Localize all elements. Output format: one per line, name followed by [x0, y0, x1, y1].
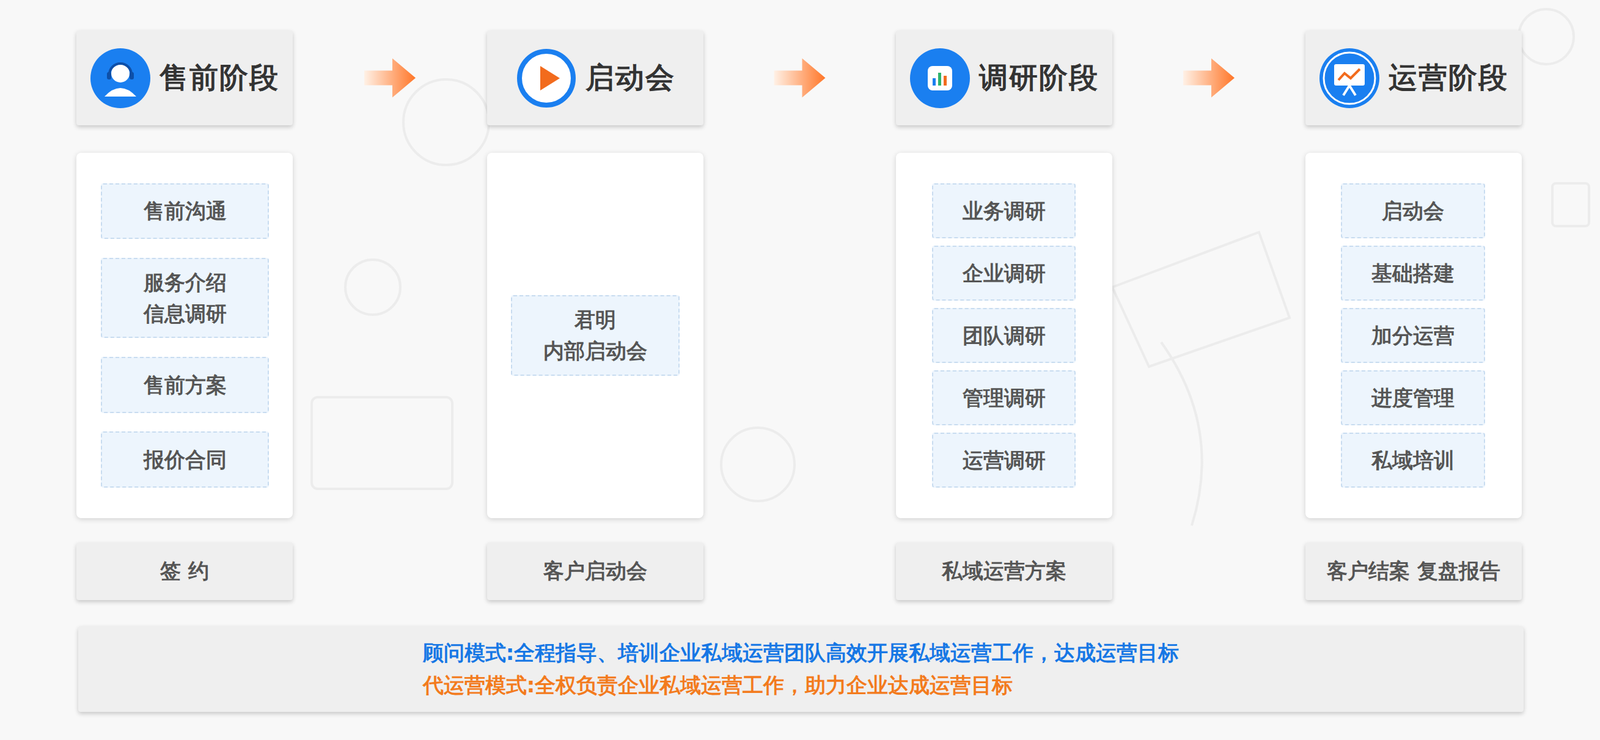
- task-label: 业务调研: [962, 195, 1046, 227]
- task-box: 启动会: [1340, 183, 1486, 239]
- task-label: 团队调研: [962, 320, 1046, 352]
- support-icon: [89, 47, 151, 109]
- task-label: 售前沟通: [143, 195, 227, 227]
- mode-text: 顾问模式:全程指导、培训企业私域运营团队高效开展私域运营工作，达成运营目标: [422, 636, 1180, 670]
- doodle: [403, 79, 489, 166]
- task-box: 进度管理: [1340, 370, 1486, 426]
- task-box: 企业调研: [932, 245, 1076, 301]
- deliverable-label: 客户启动会: [543, 557, 648, 586]
- stage-card: 启动会基础搭建加分运营进度管理私域培训: [1305, 152, 1522, 519]
- stage-title: 调研阶段: [979, 58, 1099, 98]
- deliverable-box: 客户启动会: [487, 542, 704, 601]
- mode-text: 代运营模式:全权负责企业私域运营工作，助力企业达成运营目标: [422, 669, 1180, 702]
- deliverable-box: 客户结案 复盘报告: [1305, 542, 1522, 601]
- flow-arrow: [364, 58, 416, 98]
- task-box: 基础搭建: [1340, 245, 1486, 301]
- task-box: 私域培训: [1340, 432, 1486, 488]
- deliverable-box: 签 约: [76, 542, 293, 601]
- task-label: 服务介绍 信息调研: [127, 267, 243, 330]
- task-box: 服务介绍 信息调研: [100, 257, 269, 338]
- stage-header: 启动会: [487, 30, 704, 126]
- stage-card: 业务调研企业调研团队调研管理调研运营调研: [895, 152, 1113, 519]
- task-label: 报价合同: [143, 444, 227, 476]
- mode-text-group: 顾问模式:全程指导、培训企业私域运营团队高效开展私域运营工作，达成运营目标代运营…: [422, 636, 1180, 701]
- task-label: 君明 内部启动会: [538, 304, 653, 367]
- deliverable-label: 客户结案 复盘报告: [1326, 557, 1501, 586]
- stage-header: 运营阶段: [1305, 30, 1522, 126]
- stage-title: 启动会: [585, 58, 676, 98]
- doodle: [311, 397, 453, 489]
- task-box: 加分运营: [1340, 308, 1486, 364]
- task-label: 运营调研: [962, 444, 1046, 477]
- deliverable-box: 私域运营方案: [895, 542, 1113, 601]
- task-label: 基础搭建: [1371, 257, 1455, 290]
- deliverable-label: 签 约: [160, 557, 210, 586]
- task-label: 启动会: [1381, 195, 1445, 227]
- mode-band: 顾问模式:全程指导、培训企业私域运营团队高效开展私域运营工作，达成运营目标代运营…: [78, 626, 1524, 712]
- task-box: 管理调研: [932, 370, 1076, 426]
- task-box: 售前方案: [100, 356, 269, 414]
- doodle: [1518, 9, 1574, 65]
- doodle: [1161, 342, 1203, 526]
- stage-header: 售前阶段: [76, 30, 293, 126]
- task-label: 企业调研: [962, 257, 1046, 290]
- chart-icon: [909, 47, 971, 109]
- task-label: 私域培训: [1371, 444, 1455, 477]
- stage-card: 君明 内部启动会: [487, 152, 704, 519]
- task-box: 运营调研: [932, 432, 1076, 488]
- stage-card: 售前沟通服务介绍 信息调研售前方案报价合同: [76, 152, 293, 519]
- doodle: [1112, 232, 1290, 367]
- doodle: [1552, 183, 1589, 227]
- deliverable-label: 私域运营方案: [941, 557, 1067, 586]
- doodle: [345, 259, 401, 315]
- task-label: 加分运营: [1371, 320, 1455, 352]
- stage-header: 调研阶段: [895, 30, 1113, 126]
- task-label: 售前方案: [143, 369, 227, 401]
- task-box: 售前沟通: [100, 183, 269, 239]
- task-box: 团队调研: [932, 308, 1076, 364]
- task-box: 报价合同: [100, 431, 269, 488]
- task-box: 君明 内部启动会: [510, 295, 680, 376]
- flow-arrow: [1183, 58, 1235, 98]
- play-icon: [515, 47, 577, 109]
- task-label: 进度管理: [1371, 382, 1455, 414]
- doodle: [721, 427, 795, 502]
- task-label: 管理调研: [962, 382, 1046, 414]
- stage-title: 运营阶段: [1388, 58, 1509, 98]
- stage-title: 售前阶段: [159, 58, 280, 98]
- task-box: 业务调研: [932, 183, 1076, 239]
- board-icon: [1318, 47, 1380, 109]
- flow-arrow: [774, 58, 826, 98]
